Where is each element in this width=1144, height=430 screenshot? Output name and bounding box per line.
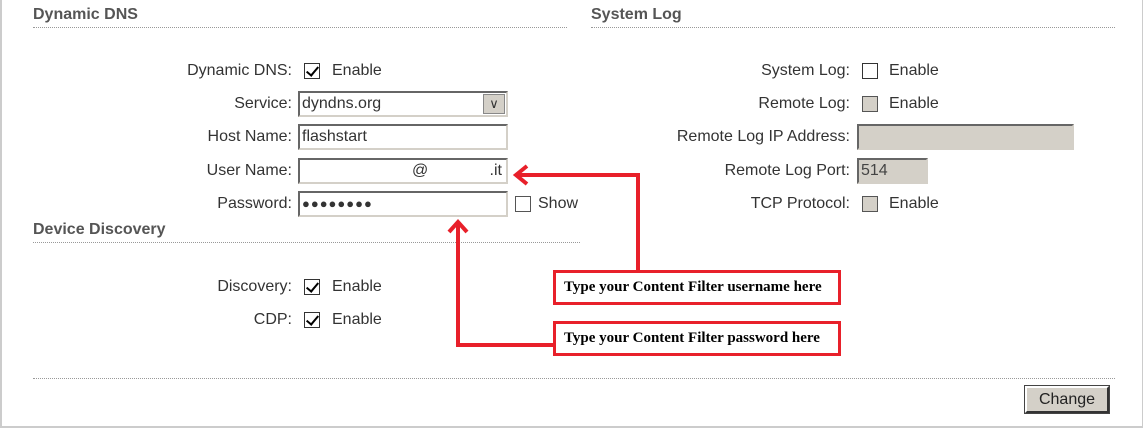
cdp-enable-label: Enable xyxy=(332,311,382,328)
dynamic-dns-header: Dynamic DNS xyxy=(33,6,138,23)
remote-log-ip-label: Remote Log IP Address: xyxy=(676,128,850,145)
remote-log-checkbox[interactable] xyxy=(862,96,878,112)
remote-log-ip-input[interactable] xyxy=(857,124,1074,150)
divider xyxy=(33,27,567,28)
service-label: Service: xyxy=(234,95,292,112)
service-value: dyndns.org xyxy=(302,95,382,112)
system-log-checkbox[interactable] xyxy=(862,63,878,79)
user-name-input[interactable]: @ .it xyxy=(298,158,508,184)
system-log-label: System Log: xyxy=(761,62,850,79)
password-arrow xyxy=(456,222,555,347)
remote-log-port-input[interactable]: 514 xyxy=(857,158,928,184)
remote-log-port-label: Remote Log Port: xyxy=(724,162,850,179)
remote-log-enable-label: Enable xyxy=(889,95,939,112)
show-label: Show xyxy=(538,195,579,212)
device-discovery-header: Device Discovery xyxy=(33,221,166,238)
dynamic-dns-label: Dynamic DNS: xyxy=(187,62,292,79)
discovery-checkbox[interactable] xyxy=(304,279,320,295)
discovery-label: Discovery: xyxy=(217,278,292,295)
system-log-header: System Log xyxy=(591,6,682,23)
password-arrowhead xyxy=(447,219,469,234)
username-arrow xyxy=(516,173,640,272)
password-input[interactable]: ●●●●●●●● xyxy=(298,191,508,217)
tcp-protocol-label: TCP Protocol: xyxy=(750,195,850,212)
username-annotation: Type your Content Filter username here xyxy=(553,270,841,305)
divider xyxy=(33,242,580,243)
change-button[interactable]: Change xyxy=(1025,386,1109,413)
show-password-checkbox[interactable] xyxy=(515,196,531,212)
remote-log-label: Remote Log: xyxy=(758,95,850,112)
divider xyxy=(33,378,1115,379)
user-name-label: User Name: xyxy=(206,162,292,179)
user-at: @ xyxy=(412,162,429,179)
password-annotation: Type your Content Filter password here xyxy=(553,321,841,356)
dynamic-dns-checkbox[interactable] xyxy=(304,63,320,79)
divider xyxy=(591,27,1115,28)
service-select[interactable]: dyndns.org ∨ xyxy=(298,91,508,117)
dynamic-dns-enable-label: Enable xyxy=(332,62,382,79)
host-name-label: Host Name: xyxy=(207,128,292,145)
system-log-enable-label: Enable xyxy=(889,62,939,79)
chevron-down-icon[interactable]: ∨ xyxy=(483,94,505,114)
cdp-checkbox[interactable] xyxy=(304,312,320,328)
discovery-enable-label: Enable xyxy=(332,278,382,295)
user-suffix: .it xyxy=(489,162,502,179)
username-arrowhead xyxy=(512,164,529,186)
tcp-enable-label: Enable xyxy=(889,195,939,212)
cdp-label: CDP: xyxy=(253,311,292,328)
host-name-input[interactable]: flashstart xyxy=(298,124,508,150)
password-label: Password: xyxy=(217,195,292,212)
tcp-protocol-checkbox[interactable] xyxy=(862,196,878,212)
